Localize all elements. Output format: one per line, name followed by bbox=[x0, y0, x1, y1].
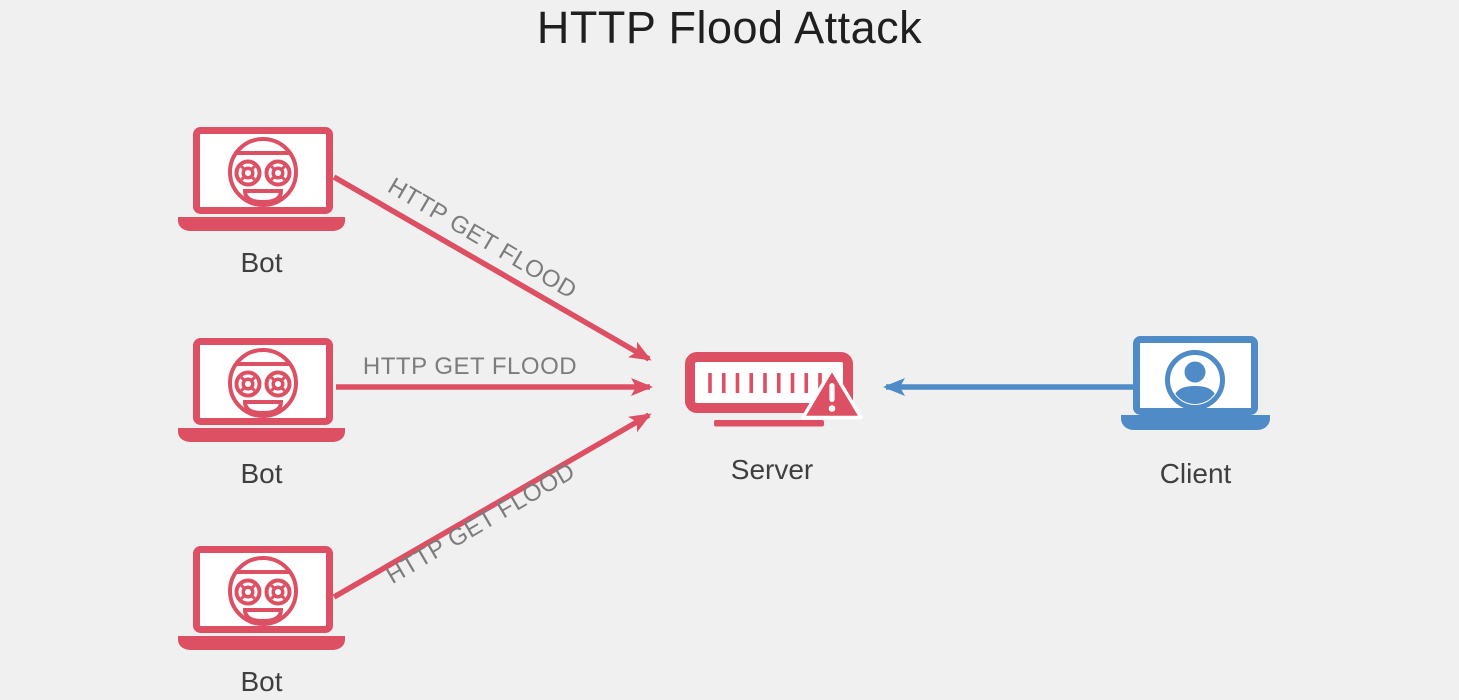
node-bot-3: Bot bbox=[178, 543, 345, 697]
server-base bbox=[714, 420, 824, 427]
bot-laptop-icon bbox=[178, 127, 345, 231]
laptop-base bbox=[178, 217, 345, 231]
node-client: Client bbox=[1120, 334, 1271, 489]
laptop-screen bbox=[193, 546, 333, 633]
server-icon bbox=[685, 352, 863, 427]
client-laptop-icon bbox=[1121, 336, 1270, 430]
user-icon bbox=[1165, 350, 1225, 410]
node-label: Client bbox=[1159, 458, 1232, 489]
laptop-base bbox=[178, 428, 345, 442]
node-label: Bot bbox=[240, 666, 283, 697]
node-bot-2: Bot bbox=[178, 335, 345, 489]
robot-face-icon bbox=[228, 137, 298, 207]
bot-laptop-icon bbox=[178, 546, 345, 650]
attack-arrow-bot1 bbox=[332, 174, 652, 362]
node-label: Bot bbox=[240, 458, 283, 489]
flow-label-bot2: HTTP GET FLOOD bbox=[362, 353, 578, 380]
robot-face-icon bbox=[228, 556, 298, 626]
node-server: Server bbox=[680, 346, 864, 485]
laptop-base bbox=[178, 636, 345, 650]
robot-face-icon bbox=[228, 348, 298, 418]
attack-arrow-bot3 bbox=[332, 412, 652, 600]
laptop-screen bbox=[193, 127, 333, 214]
bot-laptop-icon bbox=[178, 338, 345, 442]
server-chassis bbox=[685, 352, 853, 413]
node-bot-1: Bot bbox=[178, 124, 345, 278]
warning-triangle-icon bbox=[801, 367, 863, 420]
laptop-screen bbox=[193, 338, 333, 425]
node-label: Server bbox=[730, 454, 814, 485]
laptop-base bbox=[1121, 415, 1270, 430]
node-label: Bot bbox=[240, 247, 283, 278]
page-title: HTTP Flood Attack bbox=[536, 2, 923, 53]
